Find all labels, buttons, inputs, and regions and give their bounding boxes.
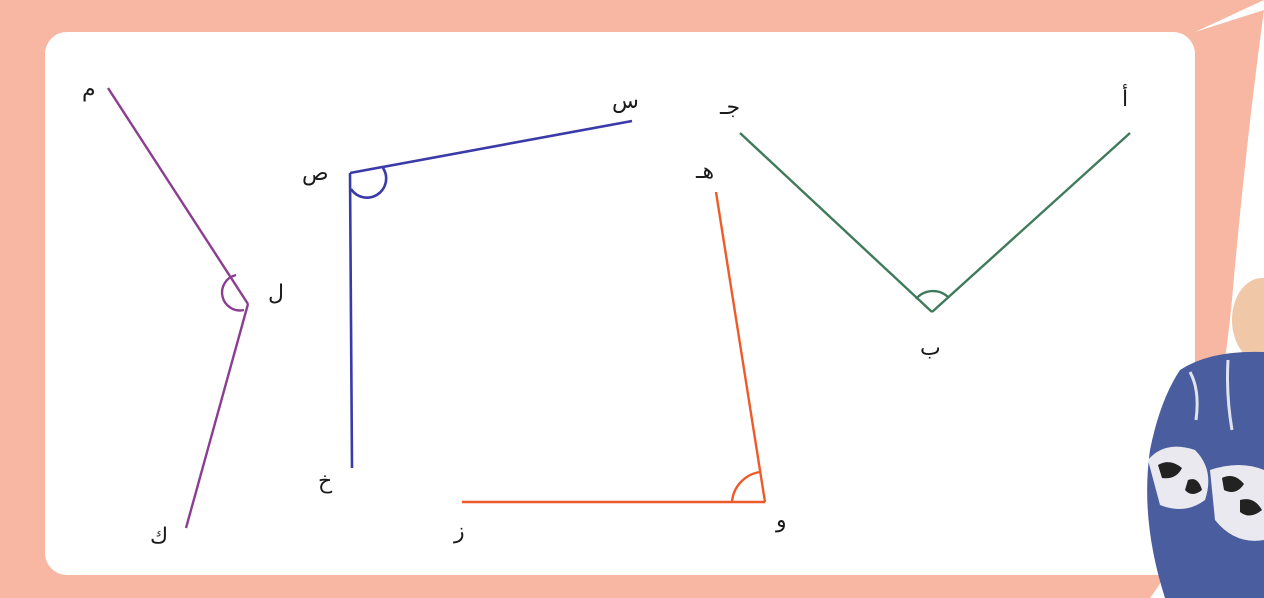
arm-ss <box>349 119 633 175</box>
white-card <box>45 32 1195 575</box>
arm-lm <box>106 87 250 305</box>
point-label-ha: هـ <box>695 159 714 184</box>
angle-arc-b <box>915 289 950 300</box>
angle-sskh: س ص خ <box>302 89 639 494</box>
point-label-ba: ب <box>920 336 941 361</box>
point-label-l: ل <box>268 281 284 306</box>
angle-arc-w <box>730 470 761 503</box>
point-label-waw: و <box>775 508 787 533</box>
angle-hwz: هـ و ز <box>453 159 787 544</box>
arm-wh <box>714 191 767 503</box>
point-label-sad: ص <box>302 161 329 186</box>
point-label-alif: أ <box>1122 84 1128 112</box>
angle-arc-s <box>349 167 388 199</box>
point-label-jim: جـ <box>719 95 740 120</box>
point-label-sin: س <box>612 89 639 114</box>
arm-ba <box>931 132 1131 313</box>
point-label-k: ك <box>150 524 168 549</box>
arm-lk <box>184 303 250 529</box>
child-photo <box>1147 278 1264 598</box>
point-label-kha: خ <box>318 469 333 494</box>
angle-abj: أ ب جـ <box>719 84 1131 361</box>
angle-mlk: م ل ك <box>82 77 284 549</box>
angle-arc-l <box>220 273 245 312</box>
arm-skh <box>348 172 354 469</box>
point-label-m: م <box>82 77 96 102</box>
arm-bj <box>739 132 933 313</box>
point-label-zay: ز <box>453 519 465 544</box>
